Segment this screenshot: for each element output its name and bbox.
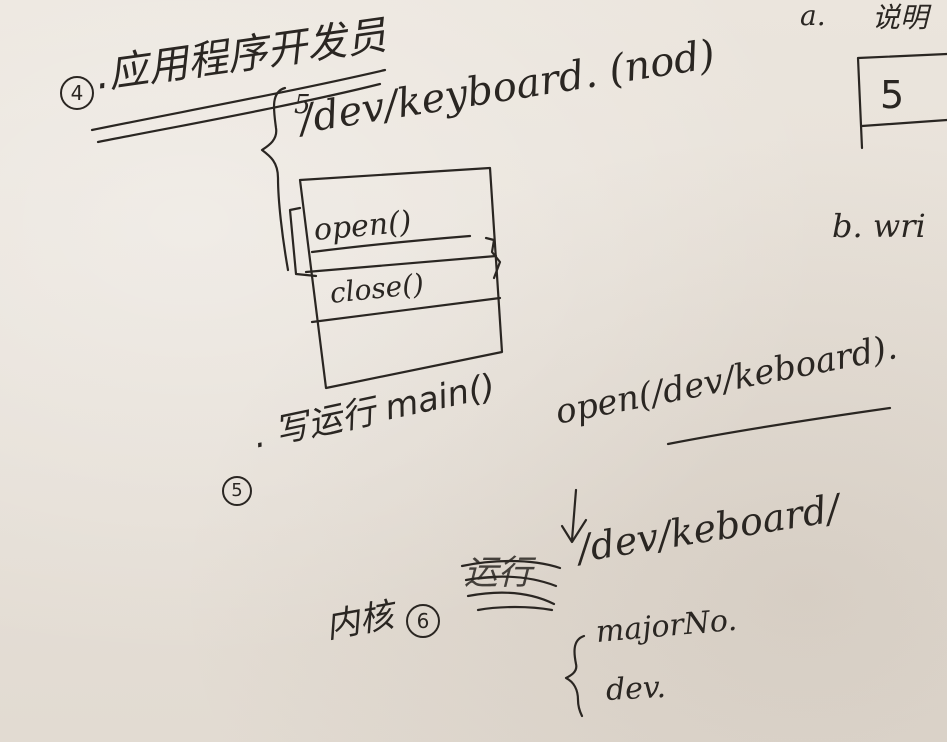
right-box-value: 5 [880, 73, 905, 117]
crossed-out-text: 运行 [464, 553, 532, 593]
brace-number: 5 [294, 90, 311, 120]
open-path-underline [666, 406, 892, 446]
left-brace [260, 86, 290, 272]
step-4-number: 4 [60, 76, 94, 110]
box-divider-2 [310, 296, 502, 324]
open-function-label: open() [312, 204, 413, 248]
right-box [856, 52, 947, 150]
heading-underline-2 [96, 82, 382, 144]
step-5-number: 5 [222, 476, 252, 506]
down-arrow-head [560, 518, 588, 544]
step-6-number: 6 [406, 604, 440, 638]
heading-underline [90, 68, 387, 132]
file-ops-box [298, 166, 504, 390]
dev-label: dev. [605, 669, 667, 708]
right-a-chars: 说明 [872, 1, 929, 34]
lower-brace [564, 634, 586, 718]
right-b-label: b. wri [832, 207, 926, 245]
down-arrow [570, 488, 578, 542]
scribble [460, 559, 562, 612]
open-bracket [288, 206, 318, 278]
box-divider-1 [304, 254, 498, 274]
open-underline [310, 234, 472, 254]
close-brace-right [484, 236, 502, 280]
right-a-label: a. [800, 0, 826, 32]
